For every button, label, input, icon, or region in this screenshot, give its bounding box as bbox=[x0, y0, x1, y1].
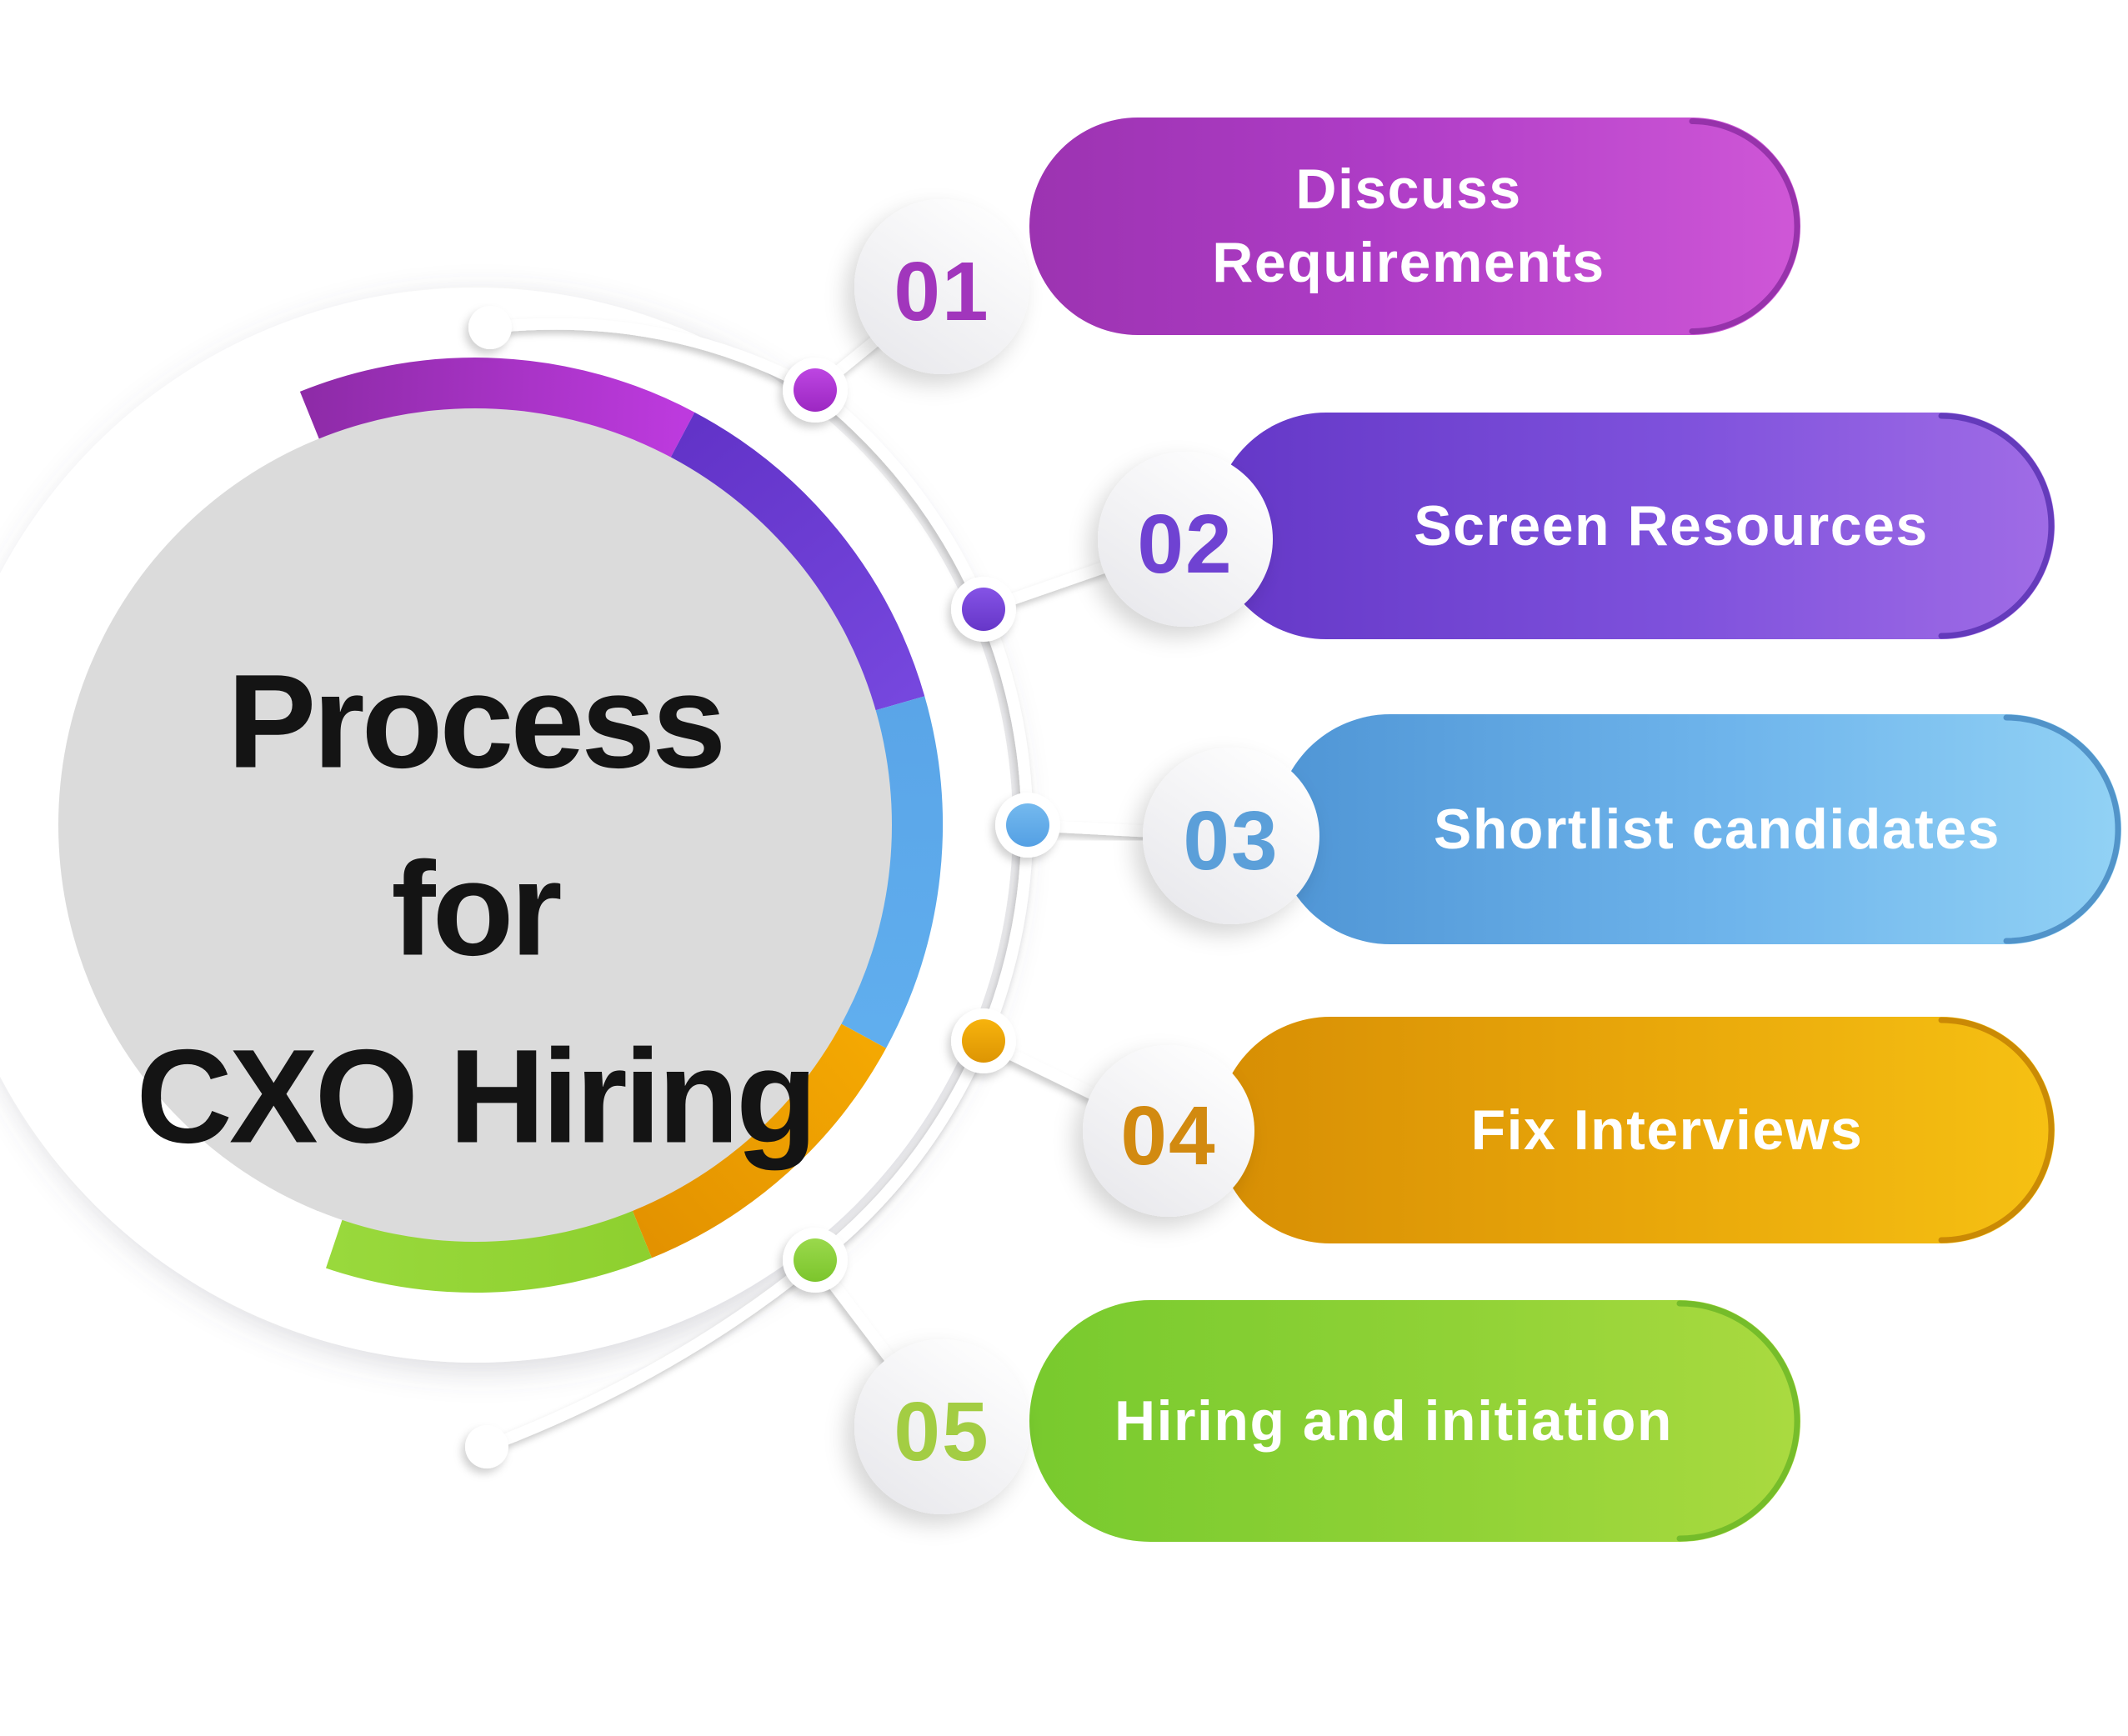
step-number-3: 03 bbox=[1183, 794, 1279, 888]
arc-step-2 bbox=[670, 412, 925, 711]
step-number-1: 01 bbox=[894, 245, 989, 338]
step-number-5: 05 bbox=[894, 1385, 989, 1478]
step-banner-4: Fix Interviews bbox=[1217, 1017, 2055, 1243]
step-dot-5 bbox=[783, 1228, 848, 1293]
step-dot-4 bbox=[951, 1008, 1016, 1073]
step-number-circle-4: 04 bbox=[1083, 1045, 1254, 1217]
ring-end-dot-bottom bbox=[465, 1425, 508, 1468]
step-banner-2: Screen Resources bbox=[1213, 413, 2055, 639]
arc-step-3 bbox=[840, 696, 944, 1048]
step-dot-2 bbox=[951, 577, 1016, 642]
step-dot-1 bbox=[783, 358, 848, 423]
step-banner-label-4: Fix Interviews bbox=[1471, 1098, 1864, 1162]
ring-end-dot-top bbox=[468, 306, 512, 349]
step-banner-3: Shortlist candidates bbox=[1275, 714, 2121, 944]
step-banner-label-1a: Discuss bbox=[1295, 158, 1521, 221]
step-number-circle-1: 01 bbox=[854, 199, 1029, 374]
step-dot-3 bbox=[995, 793, 1060, 858]
arc-step-4 bbox=[632, 1023, 887, 1258]
step-banner-1: Discuss Requirements bbox=[1029, 118, 1800, 335]
step-number-circle-2: 02 bbox=[1098, 452, 1273, 627]
step-number-2: 02 bbox=[1137, 498, 1233, 591]
step-number-4: 04 bbox=[1120, 1089, 1216, 1183]
arc-step-1 bbox=[299, 358, 695, 458]
step-banner-label-3: Shortlist candidates bbox=[1434, 798, 2000, 861]
step-number-circle-5: 05 bbox=[854, 1339, 1029, 1514]
step-banner-label-2: Screen Resources bbox=[1414, 494, 1928, 558]
page-title-line-1: Process bbox=[228, 647, 724, 796]
arc-step-5 bbox=[326, 1209, 652, 1293]
page-title-line-2: for bbox=[391, 834, 560, 983]
page-title-line-3: CXO Hiring bbox=[136, 1022, 814, 1171]
step-number-circle-3: 03 bbox=[1143, 748, 1319, 924]
center-circle bbox=[58, 408, 892, 1242]
step-banner-label-1b: Requirements bbox=[1212, 231, 1605, 294]
step-banner-label-5: Hiring and initiation bbox=[1114, 1389, 1673, 1453]
step-banner-5: Hiring and initiation bbox=[1029, 1300, 1800, 1542]
